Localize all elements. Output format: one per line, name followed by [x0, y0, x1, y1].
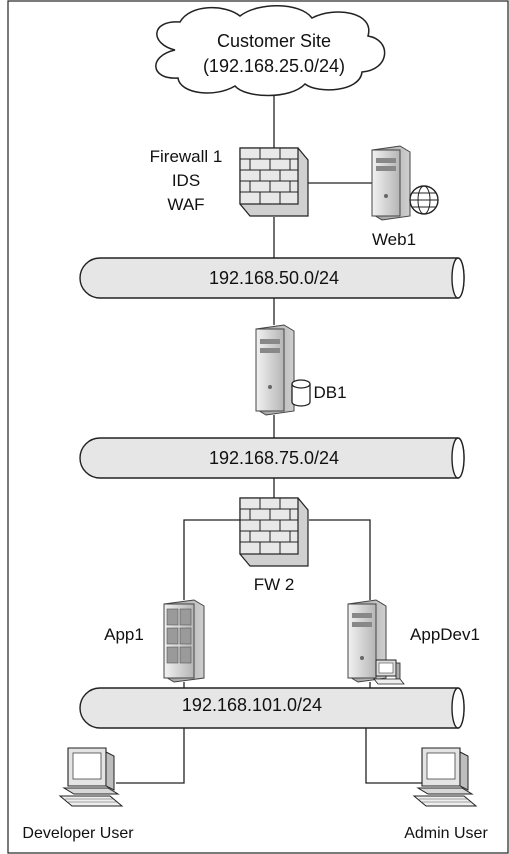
globe-icon — [409, 185, 439, 215]
appdev1-server-icon — [347, 599, 387, 683]
fw2-label: FW 2 — [254, 575, 295, 594]
cloud-label-line1: Customer Site — [217, 31, 331, 51]
network-75-pipe: 192.168.75.0/24 — [79, 437, 465, 479]
customer-site-cloud: Customer Site (192.168.25.0/24) — [155, 5, 386, 97]
web1-label: Web1 — [372, 230, 416, 249]
app1-label: App1 — [104, 625, 144, 644]
page-frame — [7, 0, 509, 854]
firewall-1-label-line2: IDS — [172, 171, 200, 190]
network-50-label: 192.168.50.0/24 — [209, 268, 339, 288]
network-75-label: 192.168.75.0/24 — [209, 448, 339, 468]
db1-label: DB1 — [313, 383, 346, 402]
firewall-1-icon — [239, 147, 309, 217]
db1-server-icon — [255, 324, 295, 416]
database-icon — [291, 379, 311, 407]
cloud-label-line2: (192.168.25.0/24) — [203, 56, 345, 76]
admin-user-label: Admin User — [404, 825, 488, 842]
firewall-1-label-line1: Firewall 1 — [150, 147, 223, 166]
workstation-icon — [373, 659, 405, 685]
web1-server-icon — [371, 145, 411, 221]
developer-computer-icon — [58, 747, 124, 807]
firewall-2-icon — [239, 497, 309, 567]
network-101-label: 192.168.101.0/24 — [182, 695, 322, 715]
firewall-1-label-line3: WAF — [167, 195, 204, 214]
admin-computer-icon — [412, 747, 478, 807]
network-50-pipe: 192.168.50.0/24 — [79, 257, 465, 299]
network-101-pipe: 192.168.101.0/24 — [79, 687, 465, 729]
app1-server-icon — [163, 599, 205, 683]
appdev1-label: AppDev1 — [410, 625, 480, 644]
developer-user-label: Developer User — [22, 825, 134, 842]
